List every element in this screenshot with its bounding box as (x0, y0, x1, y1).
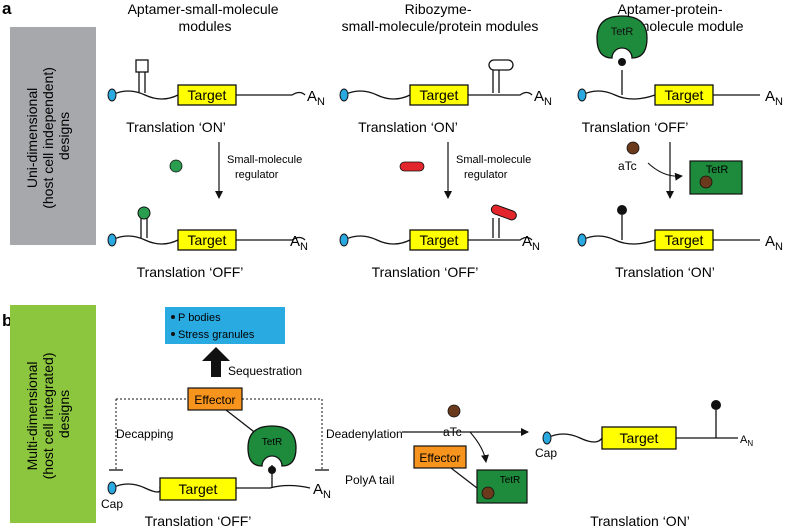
atc-icon (626, 141, 640, 155)
col3-translation-on: Translation ‘ON’ (615, 264, 715, 280)
aptamer-lollipop-icon (617, 205, 627, 215)
atc-binding-arrow (647, 162, 683, 181)
svg-text:AN: AN (765, 88, 783, 108)
cap-label-on: Cap (535, 446, 557, 460)
panel-b-side-label: Multi-dimensional (host cell integrated)… (10, 305, 96, 523)
atc-b-icon (447, 404, 461, 418)
col2-title: Ribozyme- small-molecule/protein modules (342, 1, 539, 34)
polya-label: PolyA tail (345, 473, 394, 487)
ribozyme-loop-icon (488, 59, 514, 71)
target-box (177, 84, 237, 106)
mrna-b-on: Target AN (542, 400, 753, 450)
svg-text:Target: Target (420, 87, 459, 103)
cap-icon (107, 88, 117, 102)
panel-b-letter: b (2, 311, 12, 330)
effector-released-box (413, 445, 467, 469)
svg-text:TetR: TetR (262, 437, 283, 448)
decapping-label: Decapping (116, 427, 173, 441)
effector-released-linker (450, 467, 478, 489)
svg-text:AN: AN (765, 233, 783, 253)
aptamer-square-icon (135, 59, 149, 73)
ribozyme-regulator-icon (399, 161, 425, 172)
svg-text:AN: AN (307, 88, 325, 108)
bound-ribozyme-icon (490, 204, 517, 221)
sequestration-label: Sequestration (228, 364, 302, 378)
svg-text:Target: Target (665, 87, 704, 103)
mrna-col2-bottom: Target AN (339, 204, 540, 253)
col2-regulator-label: Small-molecule regulator (456, 154, 534, 181)
svg-text:AN: AN (522, 233, 540, 253)
aptamer-lollipop-b-icon (711, 400, 721, 410)
mrna-col3-top: TetR Target AN (577, 15, 783, 108)
svg-text:TetR: TetR (706, 164, 729, 176)
atc-label: aTc (618, 159, 637, 173)
small-molecule-icon (169, 159, 183, 173)
sequestration-arrow (202, 347, 230, 377)
sequestration-box: P bodies Stress granules (165, 307, 285, 344)
mrna-col2-top: Target AN (339, 59, 552, 108)
svg-text:Target: Target (188, 87, 227, 103)
col1-translation-off: Translation ‘OFF’ (137, 264, 244, 280)
svg-text:AN: AN (534, 88, 552, 108)
svg-text:Target: Target (188, 232, 227, 248)
col1-title: Aptamer-small-molecule modules (128, 1, 283, 34)
svg-text:AN: AN (313, 481, 331, 501)
mrna-col1-top: Target AN (107, 59, 325, 108)
mrna-b-off: Target TetR AN (107, 425, 331, 501)
mrna-col3-bottom: Target AN (577, 205, 783, 253)
col1-regulator-label: Small-molecule regulator (227, 154, 305, 181)
svg-text:TetR: TetR (500, 475, 521, 486)
effector-label: Effector (194, 393, 235, 407)
tetr-protein-b-icon (247, 425, 297, 467)
col2-translation-off: Translation ‘OFF’ (372, 264, 479, 280)
svg-text:TetR: TetR (611, 26, 634, 38)
svg-text:Target: Target (420, 232, 459, 248)
svg-text:AN: AN (290, 233, 308, 253)
bound-molecule-icon (137, 206, 151, 220)
panel-a-side-label: Uni-dimensional (host cell independent) … (10, 27, 96, 245)
effector-released-label: Effector (419, 451, 460, 465)
panel-a-letter: a (2, 0, 12, 18)
tetr-atc-complex: TetR (689, 160, 743, 195)
b-translation-on: Translation ‘ON’ (590, 513, 690, 529)
svg-text:P bodies: P bodies (178, 312, 221, 324)
svg-text:Target: Target (179, 481, 218, 497)
svg-text:Target: Target (620, 430, 659, 446)
col2-translation-on: Translation ‘ON’ (358, 119, 458, 135)
tetr-protein-icon (596, 15, 648, 59)
cap-label-off: Cap (101, 497, 123, 511)
mrna-col1-bottom: Target AN (107, 206, 308, 253)
col3-translation-off: Translation ‘OFF’ (582, 119, 689, 135)
col1-translation-on: Translation ‘ON’ (126, 119, 226, 135)
tetr-atc-complex-b: TetR (476, 469, 528, 504)
b-translation-off: Translation ‘OFF’ (145, 513, 252, 529)
svg-text:AN: AN (740, 434, 753, 448)
svg-text:Uni-dimensional (host ce: Uni-dimensional (host cell independent) … (24, 63, 72, 209)
deadenylation-label: Deadenylation (326, 427, 403, 441)
svg-text:Target: Target (665, 232, 704, 248)
svg-text:Stress granules: Stress granules (178, 329, 255, 341)
dotted-connectors (115, 398, 323, 470)
svg-text:Multi-dimensional (host: Multi-dimensional (host cell integrated)… (24, 349, 72, 480)
atc-b-binding-arrow (469, 431, 489, 463)
